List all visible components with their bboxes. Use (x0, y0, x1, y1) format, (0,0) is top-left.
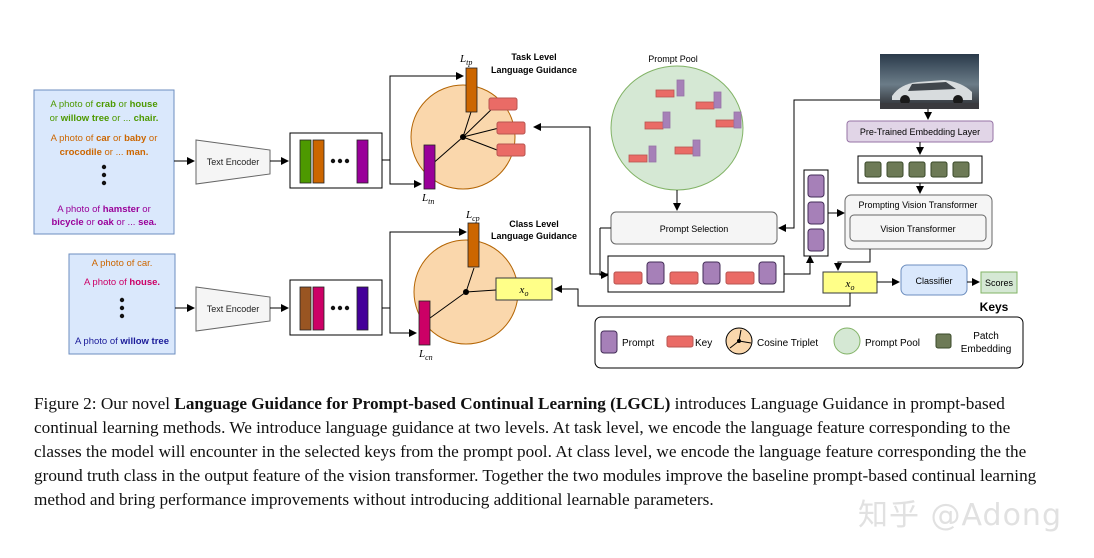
class-negative-feature (418, 300, 431, 346)
feature-bar-indigo (356, 286, 369, 331)
ellipsis-dot (101, 172, 107, 178)
legend-embedding-label: Embedding (961, 344, 1012, 355)
class-prompt-line-1: A photo of car. (92, 258, 153, 269)
legend-cosine-label: Cosine Triplet (757, 338, 818, 349)
caption-lead: Figure 2: Our novel (34, 394, 175, 413)
class-xo-box (495, 277, 553, 301)
task-prompt-line-1: A photo of crab or house (50, 99, 157, 110)
task-positive-feature (465, 67, 478, 113)
keys-title: Keys (980, 300, 1009, 314)
class-positive-feature (467, 222, 480, 268)
classifier-label: Classifier (915, 276, 952, 286)
legend-patch-label: Patch (973, 331, 999, 342)
caption-body: introduces Language Guidance in prompt-b… (34, 394, 1037, 509)
legend-pool-label: Prompt Pool (865, 338, 920, 349)
task-key-1 (488, 97, 518, 111)
task-negative-feature (423, 144, 436, 190)
text-encoder-top (195, 139, 271, 185)
legend-cosine-swatch (725, 327, 753, 355)
task-prompt-line-4: crocodile or ... man. (60, 147, 149, 158)
label-L-cn: Lcn (418, 348, 433, 362)
class-text-box (68, 253, 176, 355)
prompt-selection-label: Prompt Selection (660, 224, 729, 234)
caption-bold-title: Language Guidance for Prompt-based Conti… (174, 394, 671, 413)
legend-pool-swatch (833, 327, 861, 355)
car-image (880, 54, 979, 109)
feature-bar-brown (299, 286, 312, 331)
embedding-layer-label: Pre-Trained Embedding Layer (860, 127, 980, 137)
task-language-guidance-title: Language Guidance (491, 65, 577, 75)
scores-box (980, 271, 1018, 294)
prompt-pool-title: Prompt Pool (648, 54, 698, 64)
legend-patch-swatch (935, 333, 952, 349)
label-L-tp: Ltp (459, 53, 472, 67)
task-level-title: Task Level (511, 52, 556, 62)
task-prompt-line-2: or willow tree or ... chair. (50, 113, 159, 124)
text-encoder-bottom (195, 286, 271, 332)
task-prompt-line-5: A photo of hamster or (57, 204, 151, 215)
figure-diagram: A photo of crab or house or willow tree … (33, 52, 1024, 369)
scores-label: Scores (985, 278, 1014, 288)
watermark: 知乎 @Adong (858, 498, 1062, 533)
text-encoder-bottom-label: Text Encoder (207, 304, 260, 314)
legend-box (594, 316, 1024, 369)
class-level-title: Class Level (509, 219, 559, 229)
legend-prompt-label: Prompt (622, 338, 654, 349)
ellipsis-dot (101, 180, 107, 186)
text-encoder-top-label: Text Encoder (207, 157, 260, 167)
task-text-box (33, 89, 175, 235)
ellipsis-dot (101, 164, 107, 170)
classifier-box (900, 264, 968, 296)
vit-box (849, 214, 987, 242)
prompt-pool-items (628, 79, 742, 163)
output-xo-label: xo (845, 278, 855, 292)
prompting-vit-label: Prompting Vision Transformer (859, 200, 978, 210)
class-language-guidance-title: Language Guidance (491, 231, 577, 241)
task-key-3 (496, 143, 526, 157)
task-key-2 (496, 121, 526, 135)
class-prompt-line-3: A photo of willow tree (75, 336, 169, 347)
feature-bar-magenta (312, 286, 325, 331)
feature-bar-green (299, 139, 312, 184)
feature-bar-purple (356, 139, 369, 184)
vit-label: Vision Transformer (880, 224, 955, 234)
task-prompt-line-3: A photo of car or baby or (51, 133, 158, 144)
class-xo-label: xo (519, 284, 529, 298)
legend-prompt-swatch (600, 330, 618, 354)
figure-caption: Figure 2: Our novel Language Guidance fo… (34, 392, 1044, 512)
legend-key-label: Key (695, 338, 712, 349)
label-L-cp: Lcp (465, 209, 480, 223)
task-prompt-line-6: bicycle or oak or ... sea. (51, 217, 156, 228)
class-prompt-line-2: A photo of house. (84, 277, 160, 288)
label-L-tn: Ltn (421, 192, 434, 206)
feature-bar-orange (312, 139, 325, 184)
legend-key-swatch (666, 335, 694, 348)
